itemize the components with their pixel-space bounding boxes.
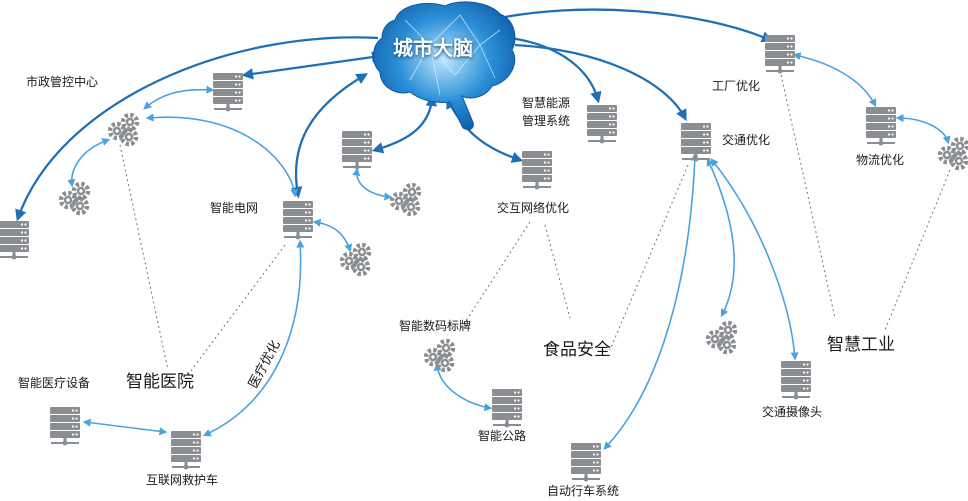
dotted-traffic-food: [609, 164, 689, 351]
link-server2-gear: [352, 167, 393, 201]
gears-icon-a: [110, 115, 137, 144]
link-grid-gear: [312, 218, 353, 253]
center-title: 城市大脑: [393, 36, 473, 60]
label-municipal-control: 市政管控中心: [26, 75, 99, 89]
gears-icon-signage: [426, 341, 453, 370]
label-interactive-network: 交互网络优化: [497, 201, 570, 215]
dotted-network-food: [544, 224, 571, 319]
link-device-ambulance: [82, 418, 168, 436]
label-smart-energy-2: 管理系统: [522, 114, 571, 128]
label-smart-grid: 智能电网: [210, 201, 259, 215]
link-traffic-camera: [710, 158, 799, 361]
dotted-gear-hospital: [119, 144, 169, 371]
label-traffic-optimization: 交通优化: [722, 133, 771, 147]
secondary-links: [67, 52, 951, 450]
server-icon-ambulance: [171, 431, 201, 470]
server-icon-network: [522, 151, 552, 190]
server-icon-logistics: [866, 107, 896, 146]
server-icon-a: [213, 73, 243, 112]
link-brain-network: [446, 96, 524, 163]
label-traffic-camera: 交通摄像头: [762, 405, 823, 419]
label-factory-optimization: 工厂优化: [712, 79, 761, 93]
server-icon-traffic: [681, 123, 711, 162]
link-traffic-gear: [706, 157, 735, 318]
label-logistics-optimization: 物流优化: [856, 153, 905, 167]
link-gear-gear: [67, 138, 111, 188]
gear-icons: [61, 115, 967, 370]
server-icon-energy: [587, 105, 617, 144]
link-server-gear: [143, 85, 215, 110]
primary-links: [15, 8, 774, 222]
link-brain-server2: [371, 94, 438, 154]
brain-icon: [373, 1, 516, 131]
label-smart-road: 智能公路: [478, 429, 527, 443]
gears-icon-grid: [342, 245, 369, 274]
dotted-network-signage: [459, 221, 531, 331]
dotted-factory-industry: [779, 69, 836, 319]
label-smart-industry: 智慧工业: [827, 335, 895, 355]
label-smart-energy-1: 智慧能源: [522, 96, 571, 110]
link-brain-municipal: [15, 36, 379, 222]
link-brain-traffic: [514, 43, 687, 122]
label-smart-hospital: 智能医院: [126, 372, 194, 392]
label-internet-ambulance: 互联网救护车: [146, 473, 219, 487]
link-grid-ambulance: [202, 239, 305, 437]
link-logistics-gear: [895, 114, 951, 145]
label-medical-equipment: 智能医疗设备: [18, 376, 91, 390]
server-icon-road: [492, 389, 522, 428]
dotted-gear-industry: [884, 169, 951, 331]
server-icon-grid: [283, 201, 313, 240]
server-icon-auto: [571, 443, 601, 482]
server-icon-municipal: [0, 221, 29, 260]
link-brain-factory: [486, 8, 774, 43]
server-icon-b: [342, 131, 372, 170]
gears-icon-logistics: [940, 139, 967, 168]
link-factory-logistics: [792, 52, 877, 108]
gears-icon-b: [61, 184, 88, 213]
label-autonomous-driving: 自动行车系统: [547, 484, 620, 498]
gears-icon-c: [392, 185, 419, 214]
link-brain-server: [241, 51, 384, 80]
link-signage-road: [433, 362, 493, 412]
link-brain-energy: [509, 36, 602, 104]
server-icon-camera: [781, 361, 811, 400]
server-icon-medical-device: [50, 407, 80, 446]
gears-icon-traffic: [708, 323, 735, 352]
link-gear-grid: [145, 113, 299, 198]
server-icon-factory: [765, 35, 795, 74]
label-food-safety: 食品安全: [543, 340, 611, 360]
label-smart-signage: 智能数码标牌: [399, 319, 472, 333]
link-traffic-auto: [603, 152, 699, 450]
